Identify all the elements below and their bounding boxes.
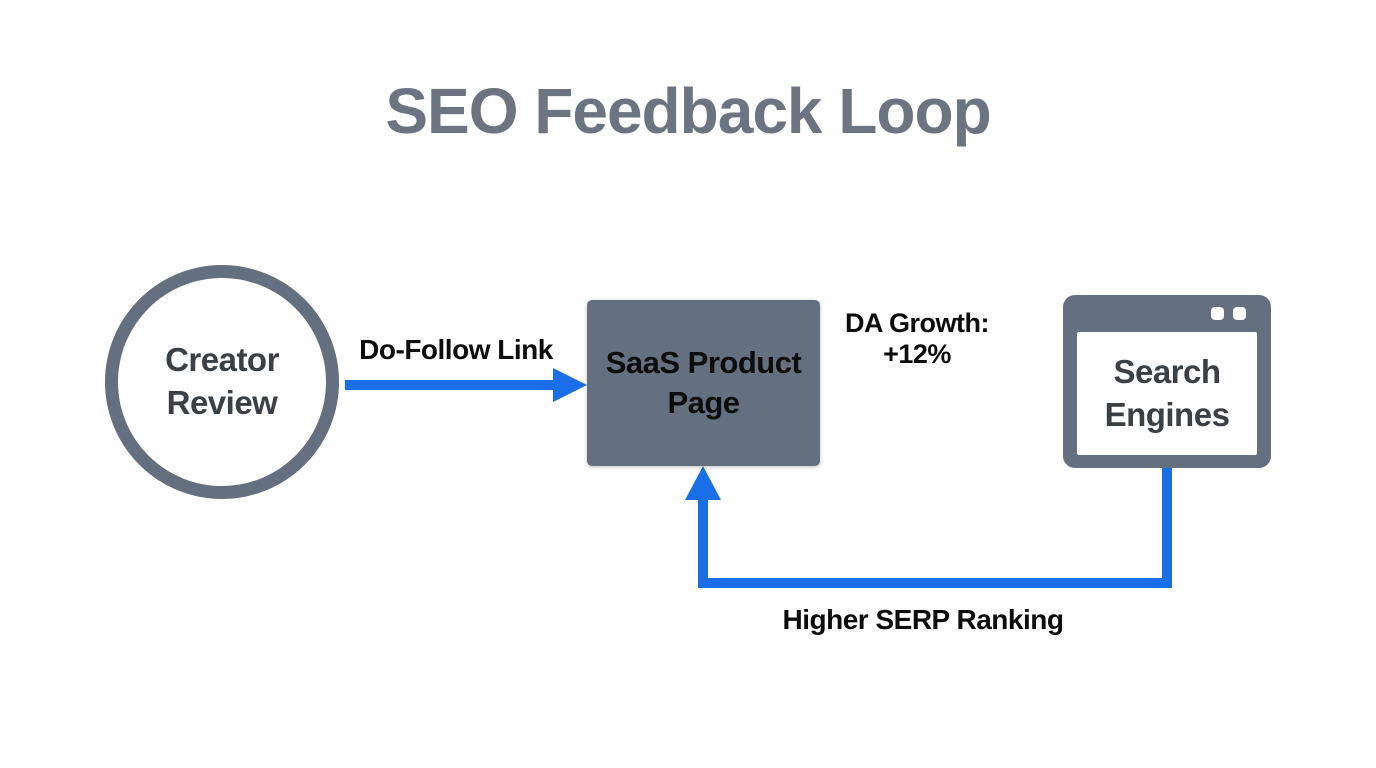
page-title: SEO Feedback Loop [385,75,991,147]
creator-review-label: Creator Review [165,341,279,421]
browser-window-dot-icon [1211,307,1224,320]
browser-window-dot-icon [1233,307,1246,320]
arrowhead-right-icon [553,368,587,402]
serp-arrow-segment-up [698,496,708,588]
do-follow-arrow-line [345,380,553,390]
edge-label-do-follow-link: Do-Follow Link [359,334,553,365]
serp-arrow-segment-down [1162,464,1172,588]
node-creator-review: Creator Review [105,265,339,499]
saas-product-page-label: SaaS Product Page [605,344,802,420]
da-growth-annotation: DA Growth: +12% [845,308,989,370]
node-saas-product-page: SaaS Product Page [587,300,820,466]
arrowhead-up-icon [685,466,721,500]
search-engines-label: Search Engines [1104,352,1230,433]
node-search-engines: Search Engines [1063,295,1271,468]
edge-label-higher-serp-ranking: Higher SERP Ranking [782,604,1064,635]
serp-arrow-segment-across [698,578,1172,588]
browser-window-viewport: Search Engines [1077,332,1257,455]
